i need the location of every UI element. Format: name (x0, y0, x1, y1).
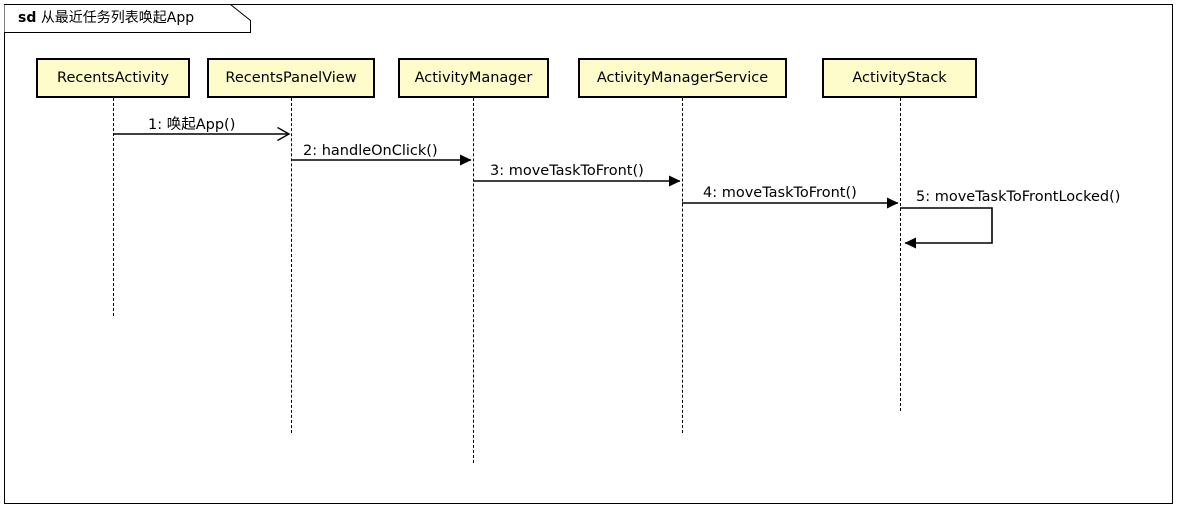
message-label-3: 3: moveTaskToFront() (490, 163, 644, 179)
lifeline-activitystack (900, 98, 901, 411)
message-label-5: 5: moveTaskToFrontLocked() (916, 189, 1121, 205)
message-label-2: 2: handleOnClick() (303, 143, 438, 159)
frame-title: sd 从最近任务列表唤起App (18, 8, 194, 28)
frame-title-text: 从最近任务列表唤起App (40, 10, 195, 26)
participant-recentspanelview[interactable]: RecentsPanelView (207, 58, 375, 98)
frame-title-tab: sd 从最近任务列表唤起App (4, 4, 251, 33)
participant-recentsactivity[interactable]: RecentsActivity (36, 58, 190, 98)
message-label-4: 4: moveTaskToFront() (703, 185, 857, 201)
participant-activitymanagerservice[interactable]: ActivityManagerService (578, 58, 787, 98)
participant-label: ActivityManager (414, 70, 533, 86)
lifeline-activitymanager (473, 98, 474, 463)
lifeline-recentspanelview (291, 98, 292, 433)
participant-label: ActivityStack (852, 70, 947, 86)
frame-kind-keyword: sd (18, 10, 37, 26)
lifeline-recentsactivity (113, 98, 114, 316)
participant-activitystack[interactable]: ActivityStack (822, 58, 977, 98)
message-label-1: 1: 唤起App() (148, 117, 236, 133)
participant-activitymanager[interactable]: ActivityManager (398, 58, 549, 98)
sd-frame (4, 4, 1173, 504)
participant-label: RecentsActivity (57, 70, 169, 86)
lifeline-activitymanagerservice (682, 98, 683, 433)
participant-label: RecentsPanelView (225, 70, 357, 86)
participant-label: ActivityManagerService (596, 70, 769, 86)
frame-title-tab-outline (4, 4, 251, 33)
